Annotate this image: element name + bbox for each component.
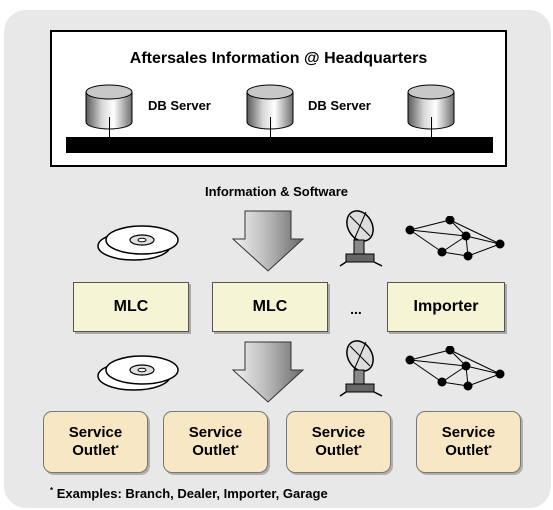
outlet-line2: Outlet* [315, 442, 362, 459]
db-server-label: DB Server [308, 98, 371, 113]
flow-caption: Information & Software [204, 184, 348, 199]
footnote-mark: * [50, 486, 54, 495]
importer-box: Importer [387, 282, 505, 332]
server-connector [270, 117, 271, 139]
satellite-dish-icon [339, 340, 383, 397]
service-outlet-box: Service Outlet* [163, 411, 268, 473]
cd-icon [97, 225, 179, 261]
db-server-label: DB Server [148, 98, 211, 113]
mlc-box: MLC [73, 282, 189, 332]
server-connector [431, 117, 432, 139]
outlet-line1: Service [188, 424, 243, 441]
service-outlet-box: Service Outlet* [43, 411, 148, 473]
db-server-cylinder-icon [246, 84, 294, 130]
satellite-dish-icon [339, 210, 383, 267]
down-arrow-icon [232, 341, 304, 403]
service-outlet-box: Service Outlet* [286, 411, 391, 473]
outlet-line1: Service [441, 424, 496, 441]
outlet-line2: Outlet* [192, 442, 239, 459]
network-icon [405, 216, 505, 261]
service-outlet-box: Service Outlet* [416, 411, 521, 473]
network-icon [405, 346, 505, 391]
cd-icon [97, 355, 179, 391]
outlet-line1: Service [68, 424, 123, 441]
server-connector [109, 117, 110, 139]
headquarters-box: Aftersales Information @ Headquarters DB… [50, 30, 507, 167]
mlc-box: MLC [212, 282, 328, 332]
outlet-line2: Outlet* [445, 442, 492, 459]
footnote: * Examples: Branch, Dealer, Importer, Ga… [50, 486, 328, 501]
ellipsis-label: ... [350, 301, 362, 317]
down-arrow-icon [232, 210, 304, 272]
footnote-text: Examples: Branch, Dealer, Importer, Gara… [53, 486, 328, 501]
network-backbone-bar [66, 137, 493, 153]
headquarters-title: Aftersales Information @ Headquarters [129, 50, 428, 67]
outlet-line1: Service [311, 424, 366, 441]
outlet-line2: Outlet* [72, 442, 119, 459]
